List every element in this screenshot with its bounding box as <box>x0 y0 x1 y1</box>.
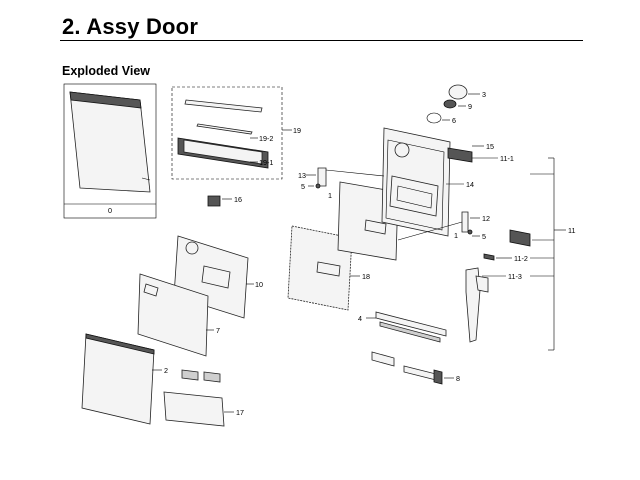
part-small-brackets <box>181 369 221 383</box>
callout-19-1: 19-1 <box>259 158 273 167</box>
callout-8: 8 <box>456 374 460 383</box>
callout-14: 14 <box>466 180 474 189</box>
callout-10: 10 <box>255 280 263 289</box>
callout-16: 16 <box>234 195 242 204</box>
part-2-outer-panel: 2 <box>81 333 168 425</box>
callout-1a: 1 <box>328 191 332 200</box>
callout-2: 2 <box>164 366 168 375</box>
part-11-latch: 11-2 11-3 11 <box>465 157 575 351</box>
section-subtitle: Exploded View <box>62 64 150 78</box>
callout-1b: 1 <box>454 231 458 240</box>
part-7-panel: 7 <box>137 273 220 357</box>
callout-19: 19 <box>293 126 301 135</box>
callout-0: 0 <box>108 206 112 215</box>
assembly-guide-lines <box>325 169 463 241</box>
part-18-sheet: 18 <box>287 225 370 311</box>
callout-7: 7 <box>216 326 220 335</box>
callout-9: 9 <box>468 102 472 111</box>
part-14-liner: 14 <box>381 127 474 237</box>
callout-4: 4 <box>358 314 362 323</box>
part-15-dispenser: 15 11-1 <box>447 142 514 163</box>
part-9-gasket: 9 <box>443 99 472 111</box>
callout-6: 6 <box>452 116 456 125</box>
part-4-rail: 4 <box>358 311 447 343</box>
title-rule <box>60 40 583 41</box>
callout-5b: 5 <box>482 232 486 241</box>
callout-19-2: 19-2 <box>259 134 273 143</box>
part-0-frame <box>63 83 157 219</box>
callout-5a: 5 <box>301 182 305 191</box>
part-6-ring: 6 <box>426 112 456 125</box>
part-8-strip: 8 <box>371 351 460 385</box>
callout-15: 15 <box>486 142 494 151</box>
callout-17: 17 <box>236 408 244 417</box>
part-13-bracket: 13 5 1 <box>298 167 332 200</box>
part-0-door-assembly: 0 <box>63 83 157 219</box>
part-19-group: 19 19-2 19-1 <box>171 86 301 180</box>
callout-3: 3 <box>482 90 486 99</box>
part-17-cover: 17 <box>163 391 244 427</box>
part-19-frame <box>171 86 283 180</box>
callout-11-2: 11-2 <box>514 254 528 263</box>
callout-11: 11 <box>568 226 575 235</box>
callout-11-3: 11-3 <box>508 272 522 281</box>
callout-12: 12 <box>482 214 490 223</box>
callout-18: 18 <box>362 272 370 281</box>
part-16-clip: 16 <box>207 195 242 207</box>
callout-11-1: 11-1 <box>500 154 514 163</box>
page-title: 2. Assy Door <box>62 14 199 39</box>
part-12-hinge: 12 5 1 <box>454 211 490 241</box>
part-3-cap: 3 <box>448 84 486 100</box>
callout-13: 13 <box>298 171 306 180</box>
